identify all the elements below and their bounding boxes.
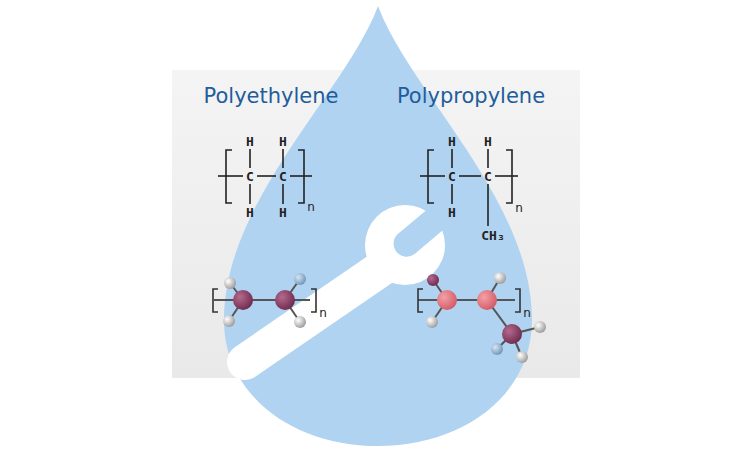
- atom-symbol: CH₃: [481, 229, 504, 242]
- atom-symbol: H: [279, 135, 287, 148]
- pp-structure-bonds: [420, 149, 518, 226]
- repeat-subscript: n: [319, 307, 327, 319]
- pe-ball-model: [213, 273, 316, 328]
- atom-symbol: H: [246, 206, 254, 219]
- atom-symbol: C: [279, 170, 287, 183]
- atom-symbol: H: [448, 206, 456, 219]
- atom-symbol: H: [484, 135, 492, 148]
- repeat-subscript: n: [515, 202, 523, 214]
- atom-symbol: C: [484, 170, 492, 183]
- repeat-subscript: n: [307, 201, 315, 213]
- pp-ball-model: [418, 272, 546, 363]
- water-drop: [224, 6, 532, 446]
- polymer-title: Polyethylene: [204, 86, 339, 107]
- atom-symbol: C: [246, 170, 254, 183]
- atom-symbol: C: [448, 170, 456, 183]
- atom-symbol: H: [246, 135, 254, 148]
- atom-symbol: H: [448, 135, 456, 148]
- repeat-subscript: n: [523, 307, 531, 319]
- wrench: [245, 204, 450, 362]
- pe-structure-bonds: [218, 149, 312, 204]
- atom-symbol: H: [279, 206, 287, 219]
- polymer-title: Polypropylene: [397, 86, 545, 107]
